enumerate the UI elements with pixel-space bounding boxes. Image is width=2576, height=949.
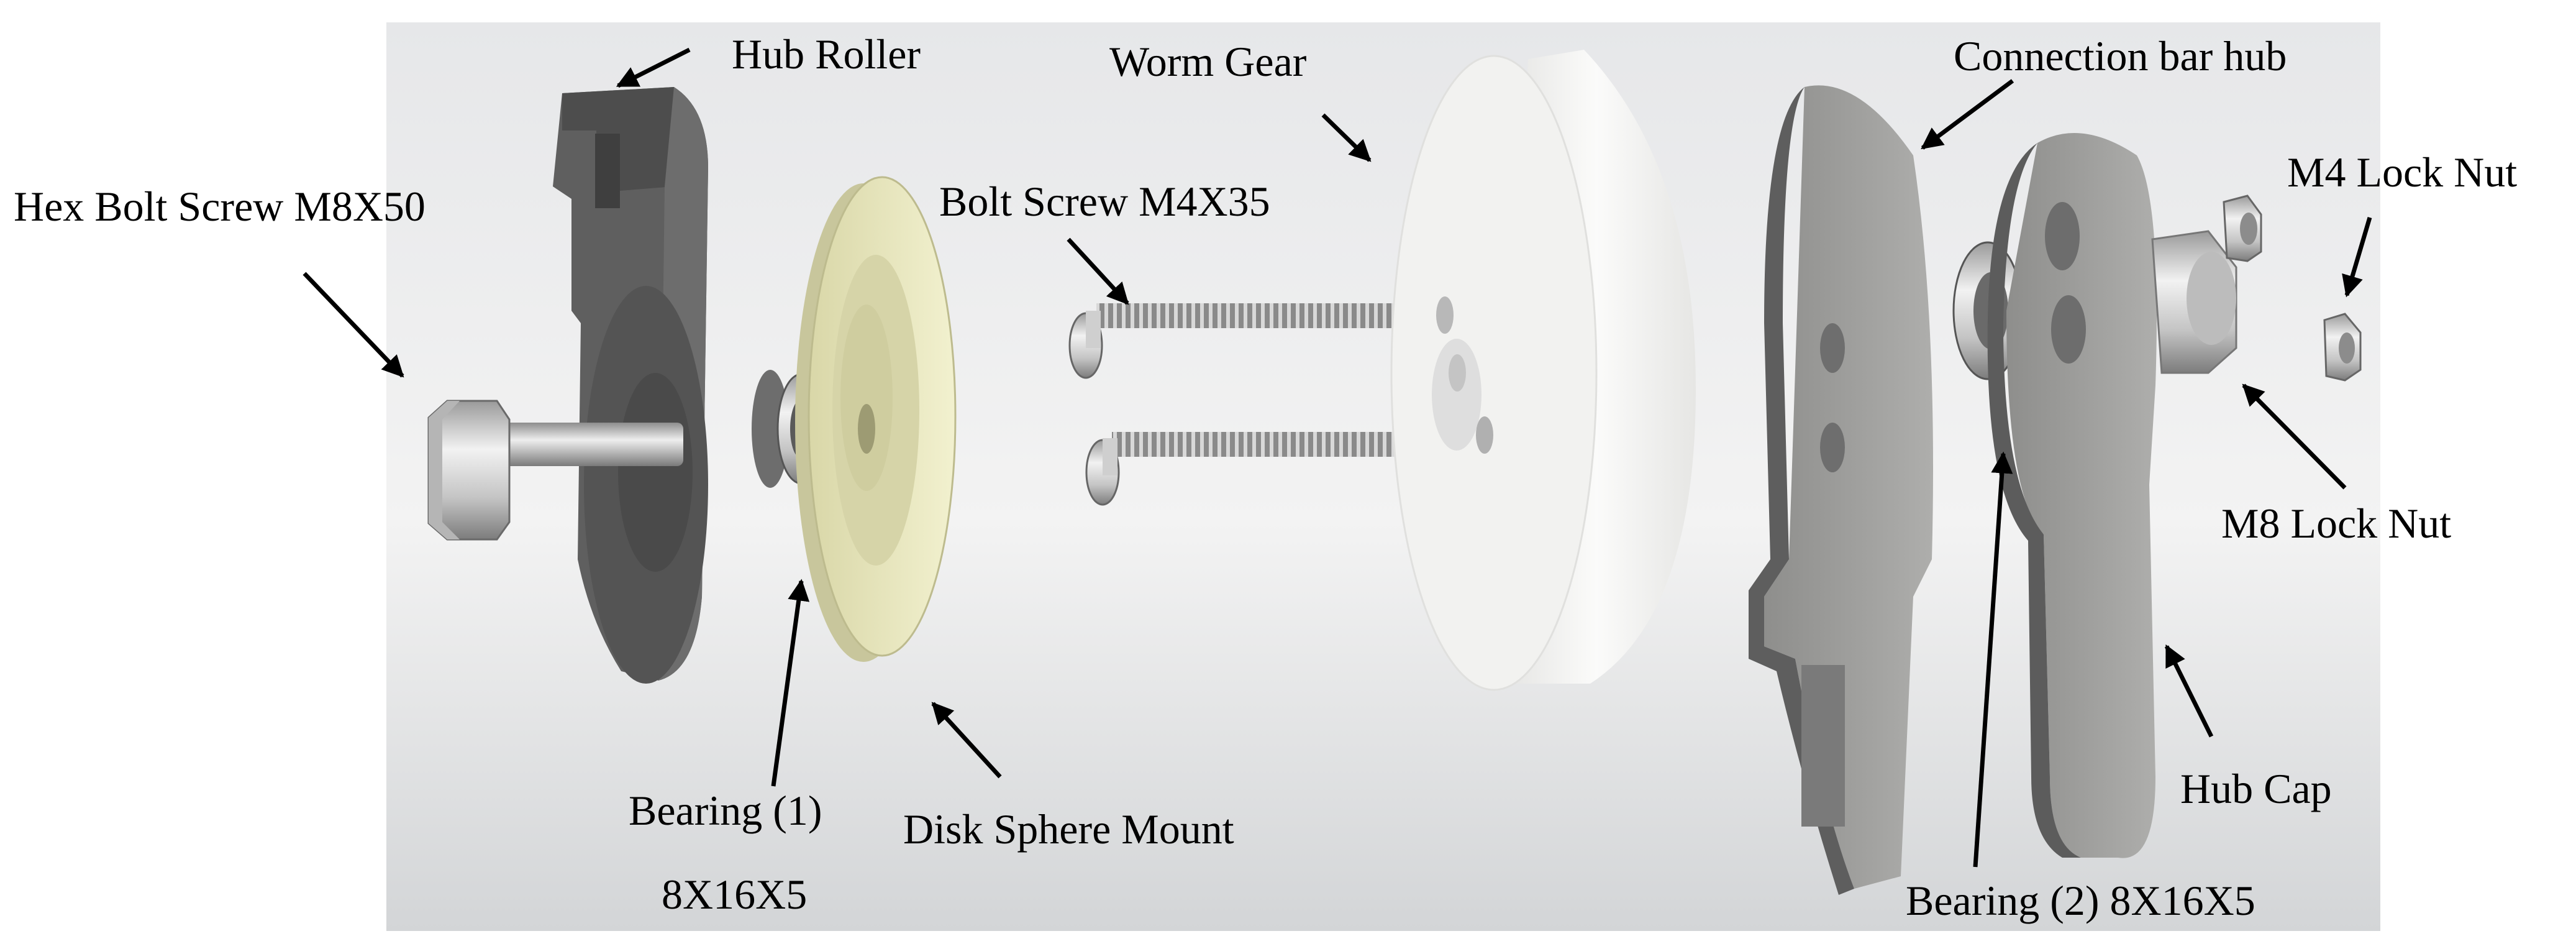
- arrow-connection-bar-hub: [1921, 79, 2014, 150]
- callout-labels: Hub Roller Hex Bolt Screw M8X50 Worm Gea…: [14, 30, 2517, 924]
- arrow-bolt-screw: [1067, 237, 1129, 305]
- m4-lock-nut-lower-part: [2323, 313, 2362, 382]
- label-disk-sphere-mount: Disk Sphere Mount: [903, 805, 1234, 853]
- worm-gear-part: [1390, 50, 1696, 691]
- arrow-m8-lock-nut: [2242, 383, 2347, 490]
- hub-cap-part: [1987, 133, 2157, 858]
- label-bearing-1-line1: Bearing (1): [629, 787, 822, 834]
- label-connection-bar-hub: Connection bar hub: [1954, 32, 2287, 80]
- label-bearing-2: Bearing (2) 8X16X5: [1906, 877, 2255, 924]
- arrow-worm-gear: [1321, 113, 1372, 162]
- label-worm-gear: Worm Gear: [1109, 38, 1307, 85]
- label-hub-cap: Hub Cap: [2180, 765, 2332, 812]
- m4-lock-nut-upper-part: [2223, 195, 2262, 262]
- bolt-screw-m4-upper: [1068, 303, 1413, 379]
- arrow-disk-sphere-mount: [931, 702, 1002, 779]
- hex-bolt-part: [427, 400, 683, 541]
- arrow-bearing-2: [1973, 451, 2013, 868]
- label-m4-lock-nut: M4 Lock Nut: [2287, 149, 2517, 196]
- arrow-bearing-1: [771, 579, 810, 787]
- arrow-hex-bolt: [303, 272, 404, 378]
- label-bearing-1-line2: 8X16X5: [662, 871, 807, 918]
- label-hub-roller: Hub Roller: [732, 30, 921, 78]
- arrow-hub-roller: [616, 47, 691, 88]
- disk-sphere-mount-part: [795, 176, 957, 662]
- arrow-hub-cap: [2164, 644, 2214, 738]
- connection-bar-hub-part: [1749, 85, 1933, 895]
- callout-arrows: [303, 47, 2372, 868]
- m8-lock-nut-part: [2151, 230, 2237, 374]
- bolt-screw-m4-lower: [1085, 432, 1444, 506]
- hub-roller-part: [553, 87, 708, 684]
- label-hex-bolt: Hex Bolt Screw M8X50: [14, 183, 426, 230]
- arrow-m4-lock-nut: [2342, 217, 2372, 298]
- label-bolt-screw: Bolt Screw M4X35: [939, 178, 1270, 225]
- label-m8-lock-nut: M8 Lock Nut: [2221, 500, 2451, 547]
